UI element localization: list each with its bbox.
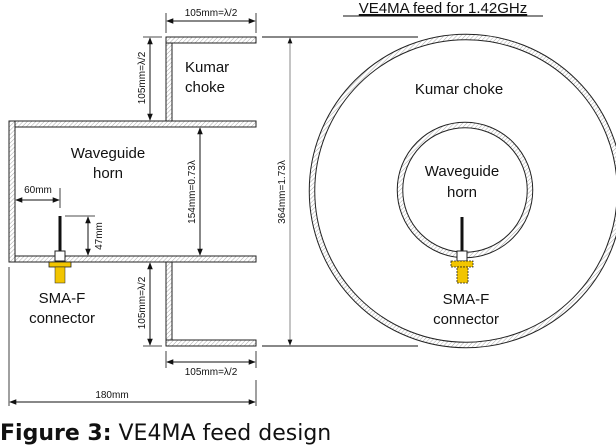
choke-outer-ring-hatch <box>309 34 616 348</box>
choke-upper-lip <box>165 36 257 44</box>
side-view: Kumar choke Waveguide horn SMA-F connect… <box>8 8 418 406</box>
dim-horn-diameter: 154mm=0.73λ <box>187 160 198 224</box>
choke-label: Kumar <box>185 59 229 76</box>
connector-insulator <box>54 250 66 262</box>
choke-lower-vertical <box>165 261 173 347</box>
dim-choke-width-bottom: 105mm=λ/2 <box>185 367 238 378</box>
dim-total-length: 180mm <box>95 390 128 401</box>
choke-lower-lip <box>165 339 257 347</box>
sma-connector-flange <box>48 261 72 268</box>
horn-back-wall <box>8 120 16 263</box>
horn-top-wall <box>8 120 257 128</box>
caption-text: VE4MA feed design <box>111 421 332 446</box>
diagram-title: VE4MA feed for 1.42GHz <box>359 0 527 17</box>
connector-label-2: connector <box>29 310 95 327</box>
front-horn-label-2: horn <box>447 184 477 201</box>
horn-bottom-wall <box>8 255 257 263</box>
sma-connector-body <box>54 266 66 284</box>
front-connector-label-2: connector <box>433 311 499 328</box>
front-connector-label: SMA-F <box>443 291 490 308</box>
caption-prefix: Figure 3: <box>0 421 112 446</box>
connector-label: SMA-F <box>39 290 86 307</box>
front-choke-label: Kumar choke <box>415 81 503 98</box>
choke-label-2: choke <box>185 79 225 96</box>
dim-probe-height: 47mm <box>94 222 105 250</box>
dim-choke-width-top: 105mm=λ/2 <box>185 8 238 19</box>
front-view: Kumar choke Waveguide horn SMA-F connect… <box>308 33 616 349</box>
dim-choke-depth-top: 105mm=λ/2 <box>137 51 148 104</box>
dim-probe-offset: 60mm <box>24 185 52 196</box>
horn-label-2: horn <box>93 165 123 182</box>
connector-insulator <box>456 250 468 262</box>
sma-connector-body <box>456 266 469 284</box>
front-horn-label: Waveguide <box>425 163 500 180</box>
dim-choke-diameter: 364mm=1.73λ <box>277 160 288 224</box>
sma-connector-flange <box>450 260 474 268</box>
figure-caption: Figure 3: VE4MA feed design <box>0 421 331 446</box>
dim-choke-depth-bottom: 105mm=λ/2 <box>137 276 148 329</box>
choke-upper-vertical <box>165 36 173 122</box>
horn-label: Waveguide <box>71 145 146 162</box>
